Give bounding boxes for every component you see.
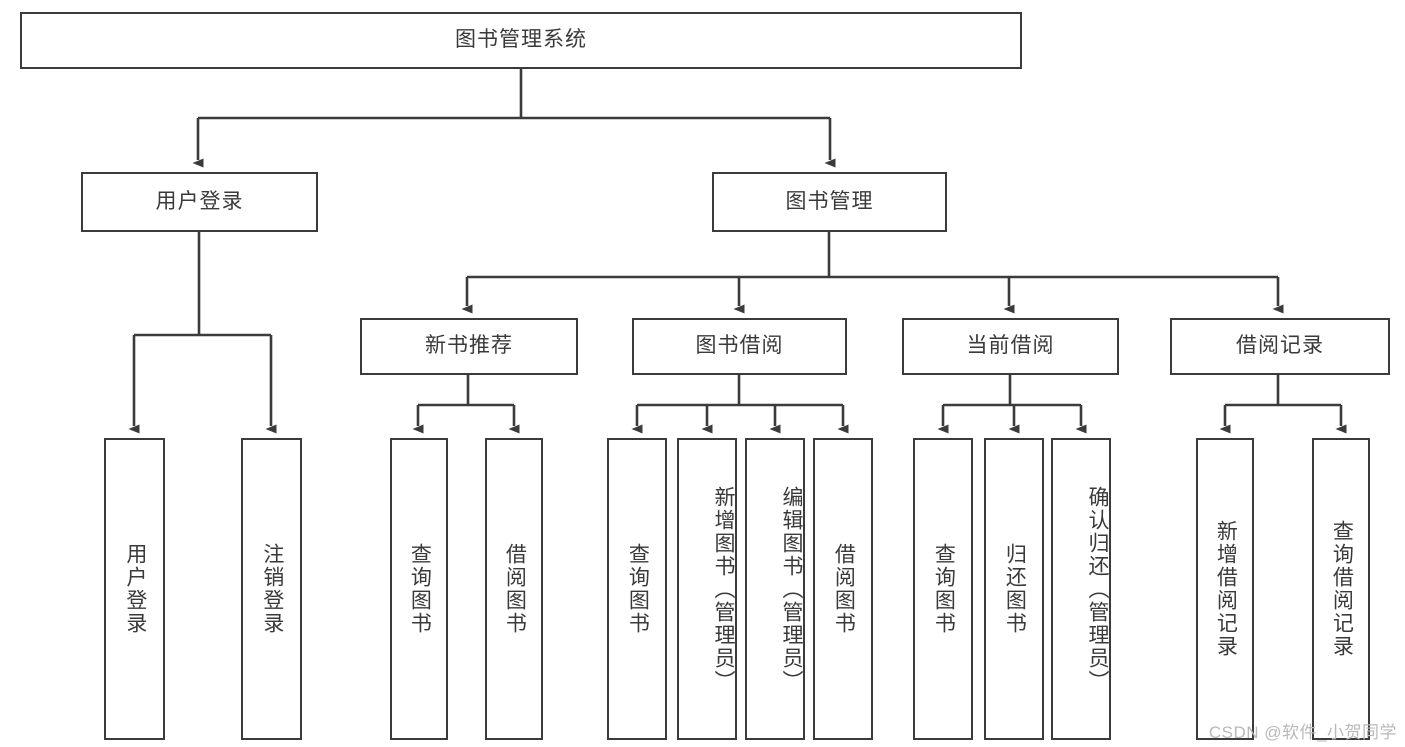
node-root-label: 图书管理系统 — [455, 28, 587, 52]
node-current-borrow-label: 当前借阅 — [966, 334, 1055, 358]
node-leaf-user-login[interactable]: 用户登录 — [104, 438, 165, 740]
node-leaf-rec-query[interactable]: 查询图书 — [390, 438, 448, 740]
node-leaf-cur-query[interactable]: 查询图书 — [913, 438, 973, 740]
node-leaf-user-logout-label: 注销登录 — [260, 543, 284, 635]
node-book-manage-label: 图书管理 — [785, 189, 874, 213]
node-leaf-user-logout[interactable]: 注销登录 — [241, 438, 302, 740]
node-user-login[interactable]: 用户登录 — [81, 172, 318, 232]
node-leaf-cur-query-label: 查询图书 — [932, 543, 956, 635]
node-leaf-rec-query-label: 查询图书 — [408, 543, 432, 635]
node-leaf-rec-add-label: 新增借阅记录 — [1214, 520, 1238, 658]
node-leaf-borrow-add-label: 新增图书（管理员） — [712, 485, 735, 693]
node-current-borrow[interactable]: 当前借阅 — [902, 318, 1119, 375]
node-root[interactable]: 图书管理系统 — [20, 12, 1022, 69]
node-book-manage[interactable]: 图书管理 — [712, 172, 947, 232]
node-leaf-cur-return-label: 归还图书 — [1003, 543, 1027, 635]
node-leaf-borrow-add[interactable]: 新增图书（管理员） — [677, 438, 737, 740]
node-borrow-record[interactable]: 借阅记录 — [1170, 318, 1390, 375]
csdn-watermark: CSDN @软件_小贺同学 — [1208, 723, 1397, 742]
node-new-book-rec-label: 新书推荐 — [425, 334, 513, 358]
node-leaf-borrow-edit-label: 编辑图书（管理员） — [780, 485, 803, 693]
node-leaf-borrow-lend[interactable]: 借阅图书 — [813, 438, 873, 740]
node-leaf-borrow-lend-label: 借阅图书 — [832, 543, 856, 635]
node-book-borrow-label: 图书借阅 — [695, 334, 784, 358]
node-leaf-borrow-query[interactable]: 查询图书 — [607, 438, 667, 740]
node-leaf-rec-search[interactable]: 查询借阅记录 — [1312, 438, 1370, 740]
node-leaf-borrow-edit[interactable]: 编辑图书（管理员） — [745, 438, 805, 740]
node-book-borrow[interactable]: 图书借阅 — [632, 318, 847, 375]
node-new-book-rec[interactable]: 新书推荐 — [360, 318, 578, 375]
node-leaf-borrow-query-label: 查询图书 — [626, 543, 650, 635]
node-leaf-cur-confirm-label: 确认归还（管理员） — [1086, 485, 1109, 693]
node-borrow-record-label: 借阅记录 — [1236, 334, 1324, 358]
node-leaf-user-login-label: 用户登录 — [123, 543, 147, 635]
node-leaf-cur-return[interactable]: 归还图书 — [984, 438, 1044, 740]
node-user-login-label: 用户登录 — [155, 189, 244, 213]
node-leaf-cur-confirm[interactable]: 确认归还（管理员） — [1051, 438, 1111, 740]
node-leaf-rec-borrow[interactable]: 借阅图书 — [485, 438, 543, 740]
node-leaf-rec-add[interactable]: 新增借阅记录 — [1196, 438, 1254, 740]
node-leaf-rec-search-label: 查询借阅记录 — [1330, 520, 1354, 658]
node-leaf-rec-borrow-label: 借阅图书 — [503, 543, 527, 635]
